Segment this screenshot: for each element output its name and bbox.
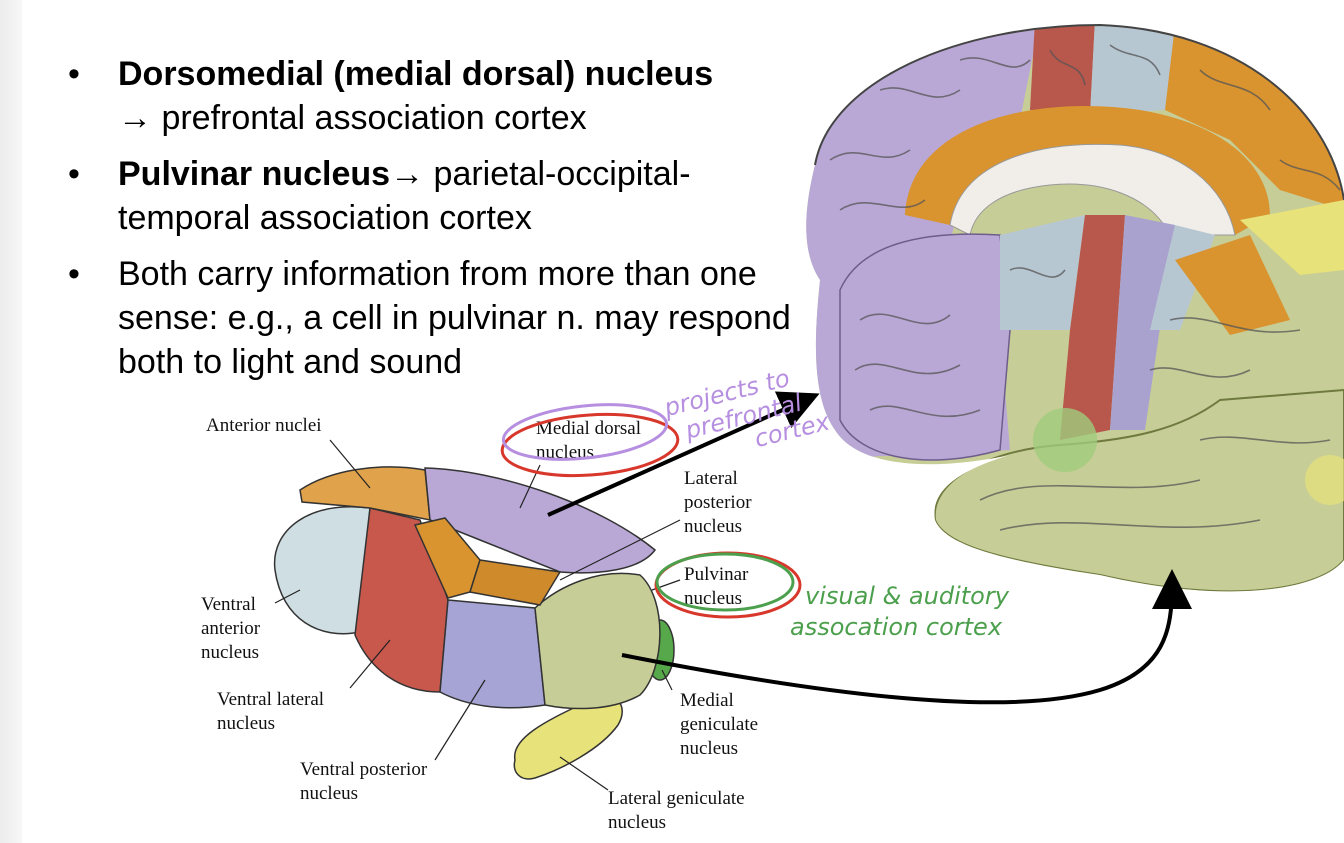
bullet-3-text: Both carry information from more than on… [118, 255, 791, 381]
bullet-2-bold: Pulvinar nucleus [118, 155, 391, 193]
label-ventral-posterior-1: Ventral posterior [300, 759, 428, 780]
label-ventral-anterior-2: anterior [201, 618, 261, 639]
left-margin-strip [0, 0, 22, 843]
label-lateral-posterior-2: posterior [684, 492, 752, 513]
label-pulvinar-1: Pulvinar [684, 564, 749, 585]
ventral-anterior-nucleus [273, 506, 371, 635]
annotation-projects: projects to prefrontal cortex [660, 364, 833, 453]
label-ventral-lateral-1: Ventral lateral [217, 689, 324, 710]
label-pulvinar-2: nucleus [684, 588, 742, 609]
label-medial-dorsal-1: Medial dorsal [536, 418, 641, 439]
label-ventral-anterior-1: Ventral [201, 594, 256, 615]
occipital-yellow-patch [1305, 455, 1344, 505]
brain-outline [814, 23, 1344, 201]
premotor-blue-region [1000, 215, 1085, 330]
label-lateral-posterior-3: nucleus [684, 516, 742, 537]
brain-medial-view [806, 23, 1344, 592]
corpus-callosum [949, 143, 1236, 236]
somatosensory-strip-top [1090, 25, 1180, 115]
label-medial-geniculate-1: Medial [680, 690, 734, 711]
parietal-orange-lower [1175, 235, 1290, 335]
auditory-green-patch [1033, 408, 1097, 472]
purple-circle-medial-dorsal [501, 403, 669, 461]
bullet-2-arrow: → [390, 155, 425, 193]
annotation-visual-2: assocation cortex [790, 613, 1003, 641]
label-medial-geniculate-3: nucleus [680, 738, 738, 759]
bullet-pulvinar: Pulvinar nucleus→ parietal-occipital-tem… [62, 152, 822, 240]
label-ventral-anterior-3: nucleus [201, 642, 259, 663]
label-lateral-geniculate-2: nucleus [608, 812, 666, 833]
bullet-multisensory: Both carry information from more than on… [62, 252, 822, 384]
medial-dorsal-nucleus [424, 467, 657, 574]
somatosensory-strip [1110, 215, 1175, 430]
bullet-list: Dorsomedial (medial dorsal) nucleus → pr… [62, 52, 822, 396]
label-lateral-posterior-1: Lateral [684, 468, 738, 489]
red-circle-medial-dorsal [500, 412, 680, 478]
orbitofrontal-lobe [839, 233, 1011, 461]
label-ventral-lateral-2: nucleus [217, 713, 275, 734]
label-ventral-posterior-2: nucleus [300, 783, 358, 804]
label-anterior-nuclei: Anterior nuclei [206, 415, 322, 436]
bullet-1-bold: Dorsomedial (medial dorsal) nucleus [118, 55, 714, 93]
label-lateral-geniculate-1: Lateral geniculate [608, 788, 745, 809]
motor-strip [1060, 215, 1125, 440]
lateral-geniculate-nucleus [513, 695, 623, 780]
arrow-to-association-cortex [621, 569, 1192, 705]
parietal-blue-region [1150, 225, 1215, 330]
annotation-visual-1: visual & auditory [805, 582, 1010, 610]
label-medial-geniculate-2: geniculate [680, 714, 758, 735]
motor-strip-top [1030, 25, 1095, 115]
parietal-orange-region [1165, 25, 1344, 210]
brain-sulci [829, 44, 1341, 531]
pulvinar-nucleus [534, 572, 661, 710]
ventral-posterior-nucleus [439, 599, 546, 709]
green-circle-pulvinar [655, 552, 795, 612]
arrow-to-prefrontal [547, 391, 820, 517]
thalamus-diagram [273, 466, 675, 780]
lateral-posterior-nucleus [469, 559, 562, 606]
cingulate-band [905, 105, 1270, 235]
leader-lines [274, 439, 681, 791]
bullet-1-text: prefrontal association cortex [152, 99, 587, 137]
bullet-2-text: parietal-occipital-temporal association … [118, 155, 691, 237]
bullet-1-arrow: → [118, 99, 152, 137]
visual-yellow-region [1240, 200, 1344, 275]
bullet-dorsomedial: Dorsomedial (medial dorsal) nucleus → pr… [62, 52, 822, 140]
